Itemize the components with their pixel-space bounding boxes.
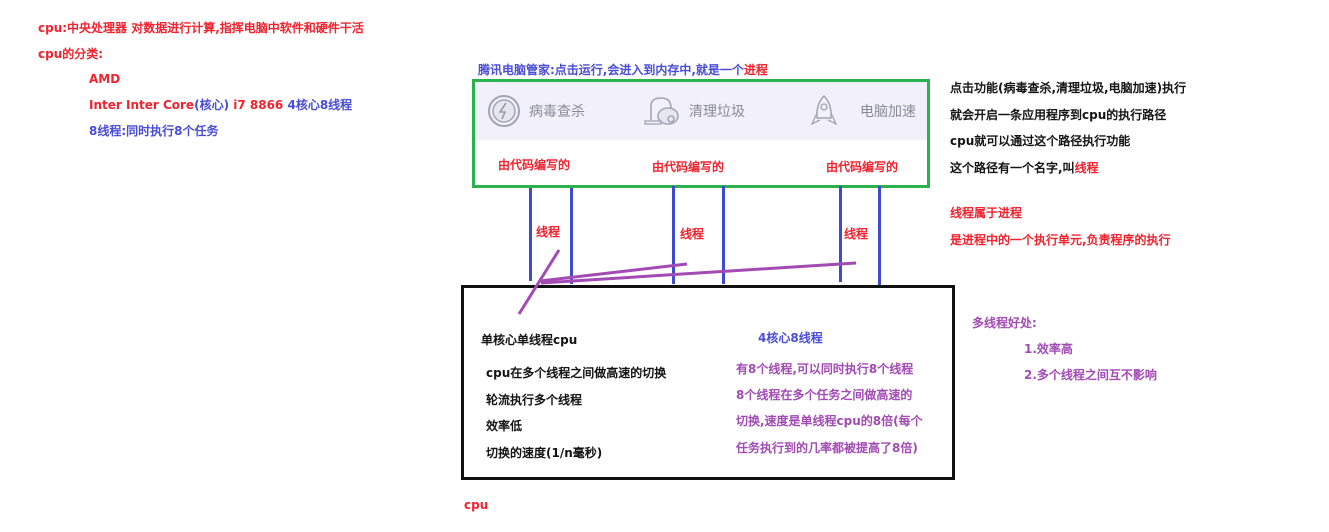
- cpu-type-intel: Inter Inter Core(核心) i7 8866 4核心8线程: [89, 97, 352, 113]
- app-panel: 病毒查杀 清理垃圾 电脑加速 由代码编写的 由代码编写的 由代码编写的: [472, 79, 930, 188]
- app-caption: 腾讯电脑管家:点击运行,会进入到内存中,就是一个进程: [478, 62, 768, 78]
- multi-core-title: 4核心8线程: [758, 331, 823, 345]
- intel-core-note: (核心): [194, 98, 230, 112]
- benefit-item-2: 2.多个线程之间互不影响: [1024, 368, 1157, 382]
- cpu-definition: cpu:中央处理器 对数据进行计算,指挥电脑中软件和硬件干活: [38, 21, 364, 35]
- switch-line-2: [539, 262, 688, 283]
- threads-note: 8线程:同时执行8个任务: [89, 124, 219, 138]
- thread-name-prefix: 这个路径有一个名字,叫: [950, 161, 1075, 175]
- single-core-line-4: 切换的速度(1/n毫秒): [486, 446, 603, 460]
- feature-label: 病毒查杀: [529, 104, 585, 120]
- single-core-line-3: 效率低: [486, 419, 523, 433]
- thread-2-left-line: [672, 186, 675, 284]
- thread-1-right-line: [570, 188, 573, 284]
- virus-scan-icon: [488, 95, 520, 127]
- single-core-title: 单核心单线程cpu: [481, 333, 578, 347]
- thread-label-2: 线程: [680, 227, 705, 241]
- cpu-caption: cpu: [464, 498, 489, 512]
- code-label-3: 由代码编写的: [826, 160, 899, 174]
- cpu-type-amd: AMD: [89, 72, 121, 86]
- intel-model: i7 8866: [229, 98, 288, 112]
- feature-virus-scan[interactable]: 病毒查杀: [487, 92, 585, 130]
- multi-core-line-3: 切换,速度是单线程cpu的8倍(每个: [736, 414, 923, 428]
- feature-speed-up[interactable]: 电脑加速: [810, 92, 916, 130]
- vacuum-cleaner-icon: [644, 97, 679, 125]
- feature-label: 电脑加速: [860, 104, 916, 120]
- multi-core-line-2: 8个线程在多个任务之间做高速的: [736, 388, 913, 402]
- thread-belongs-note: 线程属于进程: [950, 206, 1023, 220]
- app-feature-bar: 病毒查杀 清理垃圾 电脑加速: [475, 82, 927, 140]
- code-label-2: 由代码编写的: [652, 160, 725, 174]
- thread-label-3: 线程: [844, 227, 869, 241]
- thread-unit-note: 是进程中的一个执行单元,负责程序的执行: [950, 233, 1171, 247]
- explanation-line-1: 点击功能(病毒查杀,清理垃圾,电脑加速)执行: [950, 81, 1187, 95]
- code-label-1: 由代码编写的: [498, 158, 571, 172]
- thread-3-right-line: [878, 186, 881, 288]
- thread-2-right-line: [722, 186, 725, 284]
- app-caption-process: 进程: [743, 63, 768, 77]
- explanation-line-2: 就会开启一条应用程序到cpu的执行路径: [950, 108, 1167, 122]
- thread-3-left-line: [839, 186, 842, 282]
- feature-clean-junk[interactable]: 清理垃圾: [643, 92, 745, 130]
- cpu-classification-label: cpu的分类:: [38, 47, 104, 61]
- explanation-line-3: cpu就可以通过这个路径执行功能: [950, 134, 1131, 148]
- thread-label-1: 线程: [536, 225, 561, 239]
- single-core-line-1: cpu在多个线程之间做高速的切换: [486, 366, 667, 380]
- cpu-box: 单核心单线程cpu cpu在多个线程之间做高速的切换 轮流执行多个线程 效率低 …: [461, 285, 955, 480]
- benefits-title: 多线程好处:: [972, 316, 1037, 330]
- switch-line-3: [540, 261, 857, 285]
- multi-core-line-1: 有8个线程,可以同时执行8个线程: [736, 362, 914, 376]
- intel-thread-count: 4核心8线程: [287, 98, 353, 112]
- intel-name: Inter Inter Core: [89, 98, 195, 112]
- multi-core-line-4: 任务执行到的几率都被提高了8倍): [736, 441, 918, 455]
- rocket-icon: [810, 94, 838, 126]
- explanation-line-4: 这个路径有一个名字,叫线程: [950, 160, 1099, 176]
- thread-1-left-line: [529, 188, 532, 281]
- benefit-item-1: 1.效率高: [1024, 342, 1073, 356]
- single-core-line-2: 轮流执行多个线程: [486, 393, 583, 407]
- app-caption-text: 腾讯电脑管家:点击运行,会进入到内存中,就是一个: [478, 63, 744, 77]
- thread-name-highlight: 线程: [1074, 161, 1099, 175]
- feature-label: 清理垃圾: [689, 104, 745, 120]
